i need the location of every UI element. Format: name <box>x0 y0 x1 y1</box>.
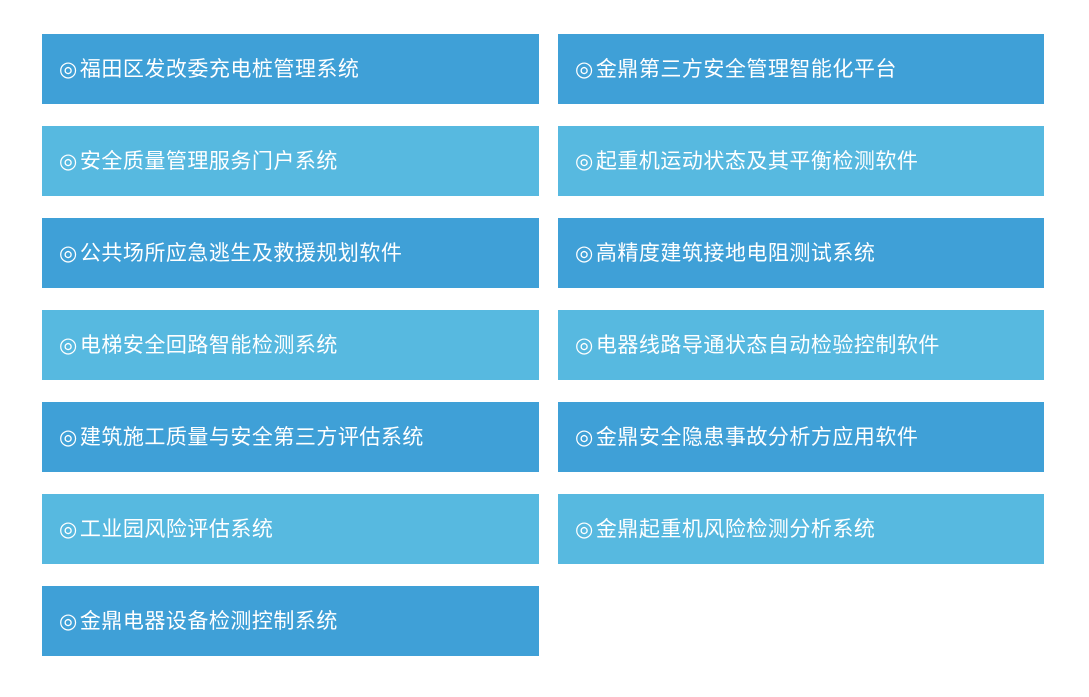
product-banner-circuit-continuity-inspection[interactable]: ◎ 电器线路导通状态自动检验控制软件 <box>558 310 1044 380</box>
product-name: 建筑施工质量与安全第三方评估系统 <box>79 425 424 449</box>
product-name: 金鼎起重机风险检测分析系统 <box>595 517 876 541</box>
product-name: 金鼎第三方安全管理智能化平台 <box>595 57 897 81</box>
product-banner-futian-charging-pile[interactable]: ◎ 福田区发改委充电桩管理系统 <box>42 34 539 104</box>
bullseye-icon: ◎ <box>575 517 594 541</box>
bullseye-icon: ◎ <box>575 241 594 265</box>
bullseye-icon: ◎ <box>59 149 78 173</box>
bullseye-icon: ◎ <box>59 333 78 357</box>
product-name: 公共场所应急逃生及救援规划软件 <box>79 241 403 265</box>
product-name: 工业园风险评估系统 <box>79 517 274 541</box>
product-banner-elevator-safety-loop[interactable]: ◎ 电梯安全回路智能检测系统 <box>42 310 539 380</box>
product-banner-crane-risk-analysis[interactable]: ◎ 金鼎起重机风险检测分析系统 <box>558 494 1044 564</box>
product-banner-jinding-electrical-equipment[interactable]: ◎ 金鼎电器设备检测控制系统 <box>42 586 539 656</box>
product-name: 安全质量管理服务门户系统 <box>79 149 338 173</box>
bullseye-icon: ◎ <box>59 609 78 633</box>
product-name: 高精度建筑接地电阻测试系统 <box>595 241 876 265</box>
product-column-right: ◎ 金鼎第三方安全管理智能化平台 ◎ 起重机运动状态及其平衡检测软件 ◎ 高精度… <box>558 34 1044 564</box>
bullseye-icon: ◎ <box>575 57 594 81</box>
product-banner-grounding-resistance-test[interactable]: ◎ 高精度建筑接地电阻测试系统 <box>558 218 1044 288</box>
bullseye-icon: ◎ <box>59 57 78 81</box>
product-name: 电器线路导通状态自动检验控制软件 <box>595 333 940 357</box>
product-name: 电梯安全回路智能检测系统 <box>79 333 338 357</box>
bullseye-icon: ◎ <box>59 241 78 265</box>
product-name: 起重机运动状态及其平衡检测软件 <box>595 149 919 173</box>
bullseye-icon: ◎ <box>575 425 594 449</box>
product-banner-safety-quality-portal[interactable]: ◎ 安全质量管理服务门户系统 <box>42 126 539 196</box>
product-banner-industrial-park-risk[interactable]: ◎ 工业园风险评估系统 <box>42 494 539 564</box>
bullseye-icon: ◎ <box>59 517 78 541</box>
product-banner-crane-motion-balance[interactable]: ◎ 起重机运动状态及其平衡检测软件 <box>558 126 1044 196</box>
bullseye-icon: ◎ <box>575 333 594 357</box>
product-banner-jinding-third-party-platform[interactable]: ◎ 金鼎第三方安全管理智能化平台 <box>558 34 1044 104</box>
product-banner-construction-quality-assessment[interactable]: ◎ 建筑施工质量与安全第三方评估系统 <box>42 402 539 472</box>
product-column-left: ◎ 福田区发改委充电桩管理系统 ◎ 安全质量管理服务门户系统 ◎ 公共场所应急逃… <box>42 34 539 656</box>
product-name: 金鼎安全隐患事故分析方应用软件 <box>595 425 919 449</box>
product-banner-hazard-accident-analysis[interactable]: ◎ 金鼎安全隐患事故分析方应用软件 <box>558 402 1044 472</box>
product-name: 金鼎电器设备检测控制系统 <box>79 609 338 633</box>
product-name: 福田区发改委充电桩管理系统 <box>79 57 360 81</box>
bullseye-icon: ◎ <box>575 149 594 173</box>
bullseye-icon: ◎ <box>59 425 78 449</box>
product-banner-emergency-escape-planning[interactable]: ◎ 公共场所应急逃生及救援规划软件 <box>42 218 539 288</box>
